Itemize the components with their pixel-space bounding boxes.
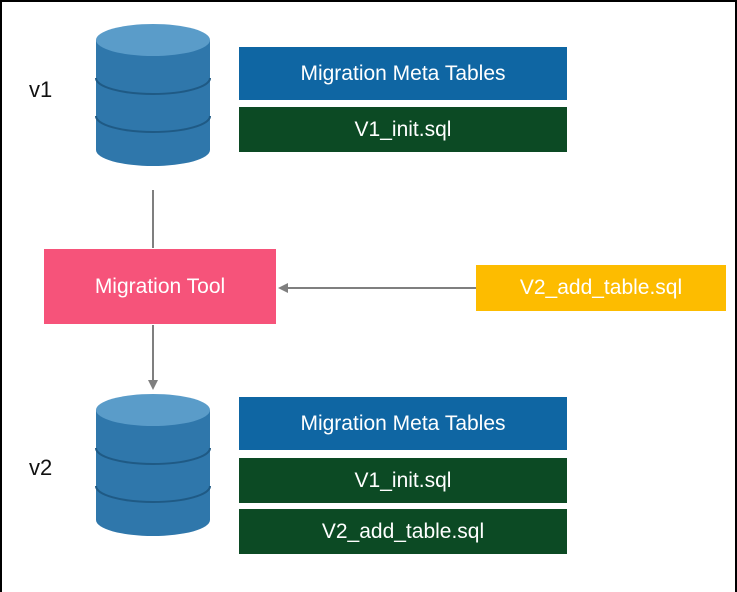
database-v2-icon — [95, 394, 211, 536]
incoming-script-box: V2_add_table.sql — [476, 265, 726, 311]
version-label-v1: v1 — [29, 77, 53, 102]
v2-init-script-box: V1_init.sql — [239, 458, 567, 503]
v1-meta-tables-box: Migration Meta Tables — [239, 47, 567, 100]
database-v1-icon — [95, 24, 211, 166]
migration-tool-box: Migration Tool — [44, 249, 276, 324]
v2-add-table-script-box: V2_add_table.sql — [239, 509, 567, 554]
version-label-v2: v2 — [29, 455, 53, 480]
v1-init-script-box: V1_init.sql — [239, 107, 567, 152]
v2-meta-tables-box: Migration Meta Tables — [239, 397, 567, 450]
